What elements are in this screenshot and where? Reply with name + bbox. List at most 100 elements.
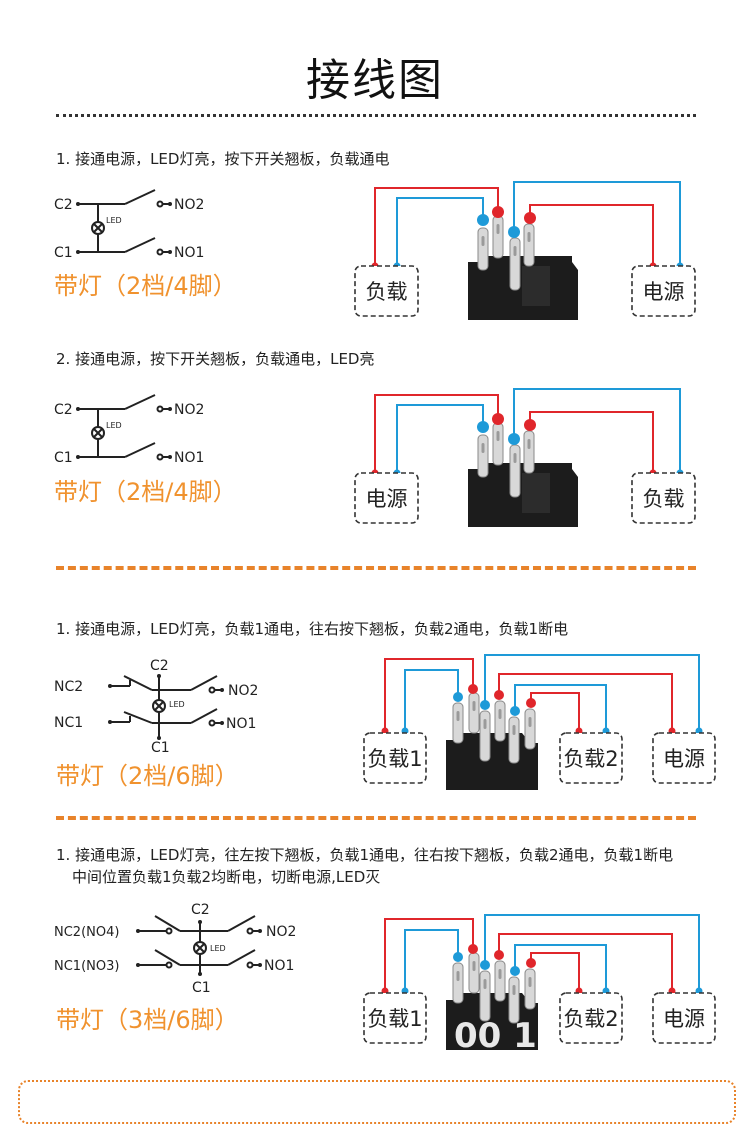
terminal-label: C1	[151, 740, 170, 754]
device-box-label: 负载1	[367, 747, 422, 771]
terminal-label: C2	[191, 902, 210, 918]
switch-terminal	[494, 960, 506, 1002]
switch-terminal	[509, 444, 521, 498]
terminal-label: NO1	[174, 245, 204, 261]
section-divider	[56, 816, 696, 820]
wiring-diagram-2: 电源 负载	[354, 388, 696, 527]
terminal-label: C1	[54, 450, 73, 466]
led-label: LED	[210, 944, 226, 953]
wiring-diagram-1: 负载 电源	[354, 181, 696, 320]
wiring-diagram-3: 负载1 负载2 电源	[363, 654, 716, 790]
wire-contact-dot	[494, 690, 504, 700]
wire-contact-dot	[510, 966, 520, 976]
device-box-label: 负载	[643, 487, 685, 511]
red-wire	[374, 187, 499, 265]
switch-terminal	[524, 968, 536, 1010]
blue-wire	[396, 404, 484, 472]
schematic-2pos-4pin: C2 NO2 C1 NO1 LED	[54, 394, 204, 466]
blue-wire	[484, 914, 700, 990]
switch-terminal	[523, 223, 535, 267]
device-box	[559, 992, 623, 1044]
terminal-label: NO2	[266, 924, 296, 940]
terminal-label: NC1	[54, 715, 83, 731]
wire-contact-dot	[494, 950, 504, 960]
wire-contact-dot	[480, 700, 490, 710]
device-box-label: 负载2	[563, 1007, 618, 1031]
led-label: LED	[106, 216, 122, 225]
schematic-2pos-4pin: C2 NO2 C1 NO1 LED	[54, 189, 204, 261]
terminal-label: C1	[54, 245, 73, 261]
watermark-text: 00 1	[454, 1016, 537, 1050]
schematic-2pos-6pin: C2 NC2 NO2 NC1 NO1 C1 LED	[54, 658, 258, 754]
terminal-label: NO2	[174, 402, 204, 418]
device-box	[363, 732, 427, 784]
red-wire	[530, 952, 580, 990]
red-wire	[374, 394, 499, 472]
wire-contact-dot	[477, 214, 489, 226]
switch-terminal	[477, 434, 489, 478]
switch-terminal	[479, 970, 491, 1022]
blue-wire	[484, 654, 700, 730]
terminal-label: NO1	[264, 958, 294, 974]
page-title: 接线图	[306, 55, 444, 106]
red-wire	[498, 933, 673, 990]
variant-caption: 带灯（2档/4脚）	[54, 272, 237, 300]
switch-terminal	[523, 430, 535, 474]
device-box-label: 电源	[366, 487, 408, 511]
wire-contact-dot	[468, 944, 478, 954]
wire-contact-dot	[492, 206, 504, 218]
terminal-label: NO1	[174, 450, 204, 466]
wire-contact-dot	[524, 419, 536, 431]
device-box	[631, 472, 696, 524]
variant-caption: 带灯（2档/4脚）	[54, 478, 237, 506]
terminal-label: NC1(NO3)	[54, 959, 119, 974]
blue-wire	[396, 197, 484, 265]
terminal-label: NO2	[228, 683, 258, 699]
red-wire	[498, 673, 673, 730]
device-box-label: 负载	[366, 280, 408, 304]
switch-terminal	[477, 227, 489, 271]
red-wire	[530, 692, 580, 730]
step-text: 1. 接通电源，LED灯亮，往左按下翘板，负载1通电，往右按下翘板，负载2通电，…	[56, 846, 674, 864]
switch-housing-slot	[522, 266, 550, 306]
step-text-line2: 中间位置负载1负载2均断电，切断电源,LED灭	[72, 868, 381, 886]
switch-terminal	[494, 700, 506, 742]
switch-terminal	[468, 952, 480, 994]
variant-caption: 带灯（2档/6脚）	[56, 762, 239, 790]
wire-contact-dot	[526, 698, 536, 708]
wire-contact-dot	[453, 952, 463, 962]
section-divider	[56, 566, 696, 570]
switch-terminal	[452, 702, 464, 744]
terminal-label: NO2	[174, 197, 204, 213]
terminal-label: NC2	[54, 679, 83, 695]
title-divider	[56, 114, 696, 117]
wire-contact-dot	[510, 706, 520, 716]
red-wire	[529, 411, 654, 472]
device-box-label: 负载1	[367, 1007, 422, 1031]
device-box-label: 负载2	[563, 747, 618, 771]
terminal-label: NC2(NO4)	[54, 925, 119, 940]
wire-contact-dot	[492, 413, 504, 425]
blue-wire	[514, 944, 607, 990]
switch-terminal	[508, 976, 520, 1024]
terminal-label: NO1	[226, 716, 256, 732]
device-box-label: 电源	[643, 280, 685, 304]
device-box	[652, 992, 716, 1044]
step-text: 1. 接通电源，LED灯亮，负载1通电，往右按下翘板，负载2通电，负载1断电	[56, 620, 569, 638]
switch-housing-slot	[522, 473, 550, 513]
step-text: 1. 接通电源，LED灯亮，按下开关翘板，负载通电	[56, 150, 390, 168]
bottom-panel-frame	[18, 1080, 736, 1124]
blue-wire	[513, 388, 681, 472]
wire-contact-dot	[526, 958, 536, 968]
switch-terminal	[452, 962, 464, 1004]
led-label: LED	[169, 700, 185, 709]
device-box	[363, 992, 427, 1044]
red-wire	[384, 918, 474, 990]
red-wire	[384, 658, 474, 730]
wire-contact-dot	[508, 433, 520, 445]
wire-contact-dot	[524, 212, 536, 224]
device-box-label: 电源	[663, 747, 705, 771]
switch-terminal	[492, 215, 504, 259]
switch-terminal	[509, 237, 521, 291]
